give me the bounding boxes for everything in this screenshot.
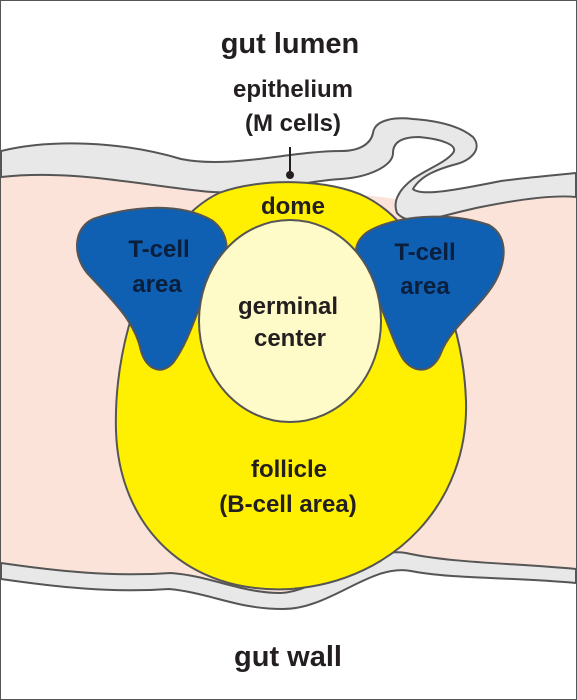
epithelium-pointer-dot (286, 171, 294, 179)
tcell-right-label-line2: area (400, 273, 450, 300)
gut-lumen-label: gut lumen (221, 28, 360, 60)
tcell-left-label-line1: T-cell (128, 236, 189, 263)
germinal-center-label-line2: center (254, 325, 326, 352)
germinal-center-label-line1: germinal (238, 293, 338, 320)
tcell-left-label-line2: area (132, 271, 182, 298)
tcell-right-label-line1: T-cell (394, 239, 455, 266)
gut-wall-label: gut wall (234, 641, 342, 673)
follicle-label-line1: follicle (251, 456, 327, 483)
dome-label: dome (261, 193, 325, 220)
germinal-center (199, 220, 381, 422)
epithelium-label-line1: epithelium (233, 76, 353, 103)
follicle-label-line2: (B-cell area) (219, 491, 356, 518)
epithelium-label-line2: (M cells) (245, 110, 341, 137)
